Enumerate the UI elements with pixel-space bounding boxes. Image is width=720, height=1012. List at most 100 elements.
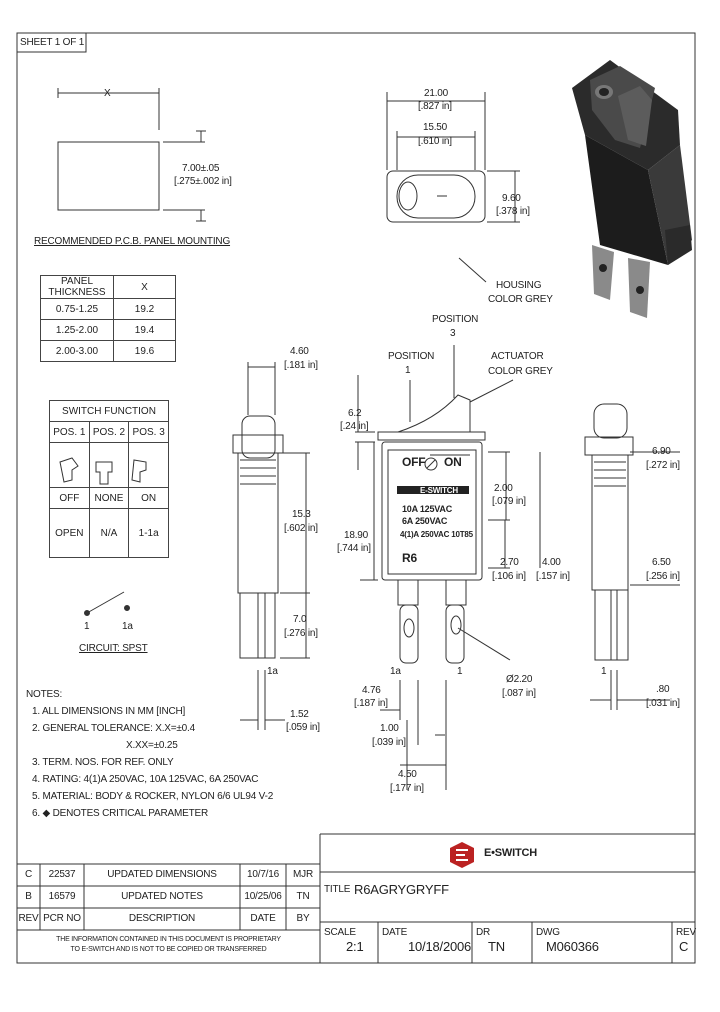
table-cell: 2.00-3.00 — [40, 340, 114, 362]
right-w2-in: [.256 in] — [646, 571, 680, 582]
left-bottom-in: [.059 in] — [286, 722, 320, 733]
switch-function-title: SWITCH FUNCTION — [49, 400, 169, 422]
top-view-housing — [386, 170, 486, 223]
left-h2-in: [.276 in] — [284, 628, 318, 639]
front-d3-in: [.106 in] — [492, 571, 526, 582]
pcr-cell: 22537 — [48, 869, 76, 880]
front-bezel — [377, 431, 486, 441]
front-p1: 4.76 — [362, 685, 381, 696]
rating-1: 10A 125VAC — [402, 504, 453, 514]
pos3-header: POS. 3 — [128, 421, 169, 443]
dr-value: TN — [488, 939, 505, 954]
note-item: 2. GENERAL TOLERANCE: X.X=±0.4 — [32, 723, 195, 734]
table-cell: 1-1a — [128, 508, 169, 558]
pcr-header: PCR NO — [43, 913, 81, 924]
table-cell: 19.6 — [113, 340, 176, 362]
pcr-cell: 16579 — [48, 891, 76, 902]
front-d2: 2.00 — [494, 483, 513, 494]
date-cell: 10/7/16 — [247, 869, 279, 880]
front-term-1a: 1a — [390, 666, 401, 677]
sheet-border — [16, 32, 696, 964]
off-label: OFF — [402, 455, 426, 469]
right-bottom: .80 — [656, 684, 670, 695]
front-d2-in: [.079 in] — [492, 496, 526, 507]
table-cell: NONE — [88, 487, 130, 509]
right-w1: 6.90 — [652, 446, 671, 457]
dr-label: DR — [476, 927, 491, 938]
brand-label: E-SWITCH — [420, 486, 458, 495]
note-item: 4. RATING: 4(1)A 250VAC, 10A 125VAC, 6A … — [32, 774, 259, 785]
front-h-body-in: [.744 in] — [337, 543, 371, 554]
panel-mounting-title: RECOMMENDED P.C.B. PANEL MOUNTING — [34, 236, 231, 247]
pos2-header: POS. 2 — [88, 421, 130, 443]
notes-title: NOTES: — [26, 689, 63, 700]
scale-label: SCALE — [324, 927, 356, 938]
rev-label: REV — [676, 927, 696, 938]
left-w-in: [.181 in] — [284, 360, 318, 371]
desc-cell: UPDATED DIMENSIONS — [107, 869, 217, 880]
position3-label: POSITION — [432, 314, 479, 325]
desc-cell: UPDATED NOTES — [121, 891, 203, 902]
rating-3: 4(1)A 250VAC 10T85 — [400, 530, 473, 539]
front-p3-in: [.177 in] — [390, 783, 424, 794]
header-panel-thickness: PANEL THICKNESS — [40, 275, 114, 299]
panel-cutout — [57, 141, 160, 211]
front-p1-in: [.187 in] — [354, 698, 388, 709]
top-w2: 15.50 — [423, 122, 448, 133]
actuator-note-2: COLOR GREY — [488, 366, 553, 377]
table-cell: 19.2 — [113, 298, 176, 320]
note-item: 3. TERM. NOS. FOR REF. ONLY — [32, 757, 174, 768]
right-term: 1 — [601, 666, 607, 677]
left-bottom: 1.52 — [290, 709, 309, 720]
table-cell: OFF — [49, 487, 90, 509]
housing-note-1: HOUSING — [496, 280, 542, 291]
left-actuator — [241, 415, 276, 459]
left-term: 1a — [267, 666, 278, 677]
top-h-in: [.378 in] — [496, 206, 530, 217]
note-item: 5. MATERIAL: BODY & ROCKER, NYLON 6/6 UL… — [32, 791, 274, 802]
circuit-label: CIRCUIT: SPST — [79, 643, 148, 654]
left-h1: 15.3 — [292, 509, 311, 520]
by-header: BY — [296, 913, 310, 924]
rating-2: 6A 250VAC — [402, 516, 448, 526]
front-term-1: 1 — [457, 666, 463, 677]
date-header: DATE — [250, 913, 276, 924]
notes-block: NOTES: 1. ALL DIMENSIONS IN MM [INCH] 2.… — [26, 689, 273, 825]
front-d4: 4.00 — [542, 557, 561, 568]
switch-photo — [572, 60, 692, 318]
housing-note-2: COLOR GREY — [488, 294, 553, 305]
hole-dim-in: [.087 in] — [502, 688, 536, 699]
dwg-label: DWG — [536, 927, 560, 938]
panel-height-dim-in: [.275±.002 in] — [174, 176, 232, 187]
front-p3: 4.50 — [398, 769, 417, 780]
rev-cell: C — [24, 869, 33, 880]
table-cell: 0.75-1.25 — [40, 298, 114, 320]
right-actuator — [593, 403, 628, 439]
circuit-term-1: 1 — [84, 621, 90, 632]
left-h2: 7.0 — [293, 614, 307, 625]
brand-band — [397, 486, 469, 494]
date-value: 10/18/2006 — [408, 939, 472, 954]
right-bottom-in: [.031 in] — [646, 698, 680, 709]
proprietary-line-1: THE INFORMATION CONTAINED IN THIS DOCUME… — [56, 936, 281, 943]
note-item: X.XX=±0.25 — [126, 740, 178, 751]
front-h-body: 18.90 — [344, 530, 369, 541]
front-rocker — [397, 394, 471, 433]
actuator-note-1: ACTUATOR — [491, 351, 544, 362]
by-cell: MJR — [293, 869, 313, 880]
pos3-symbol — [128, 442, 169, 488]
note-item: 1. ALL DIMENSIONS IN MM [INCH] — [32, 706, 186, 717]
front-d4-in: [.157 in] — [536, 571, 570, 582]
sheet-label: SHEET 1 OF 1 — [20, 37, 85, 48]
table-cell: ON — [128, 487, 169, 509]
header-x: X — [113, 275, 176, 299]
on-label: ON — [444, 455, 462, 469]
table-cell: OPEN — [49, 508, 90, 558]
panel-height-dim: 7.00±.05 — [182, 163, 220, 174]
rev-value: C — [679, 939, 689, 954]
left-h1-in: [.602 in] — [284, 523, 318, 534]
table-cell: 19.4 — [113, 319, 176, 341]
pos2-symbol — [88, 442, 130, 488]
